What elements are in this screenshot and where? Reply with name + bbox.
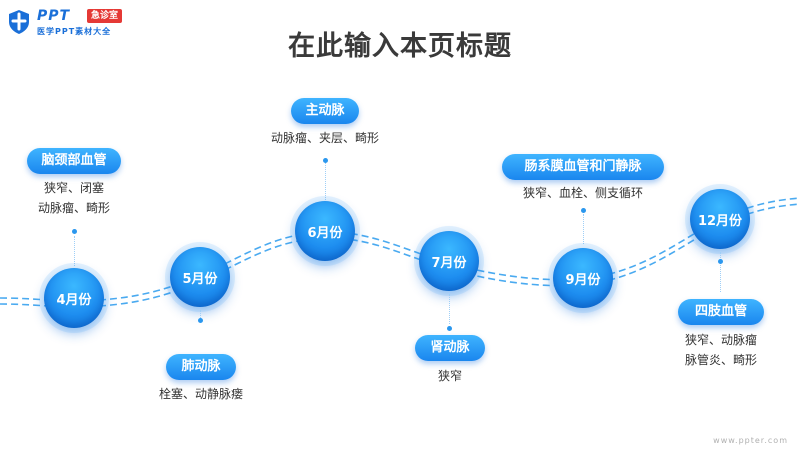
page-title: 在此输入本页标题 — [288, 31, 512, 62]
month-node-4: 4月份 — [44, 268, 104, 328]
category-desc-limbs-1: 狭窄、动脉瘤 — [684, 333, 757, 347]
logo-brand: PPT — [37, 8, 71, 24]
category-desc-neck-1: 狭窄、闭塞 — [43, 181, 104, 195]
watermark: www.ppter.com — [713, 436, 788, 445]
connector-dot — [72, 229, 77, 234]
logo-tagline: 医学PPT素材大全 — [37, 27, 112, 36]
connector — [325, 160, 327, 200]
category-desc-aorta: 动脉瘤、夹层、畸形 — [270, 131, 379, 145]
logo: PPT 急诊室 医学PPT素材大全 — [7, 8, 127, 38]
wave-line-bottom — [0, 203, 800, 308]
month-node-12: 12月份 — [690, 189, 750, 249]
month-node-9: 9月份 — [553, 248, 613, 308]
shield-icon — [9, 10, 29, 34]
month-node-5: 5月份 — [170, 247, 230, 307]
connector — [74, 236, 76, 266]
connector — [449, 294, 451, 324]
category-label-limbs: 四肢血管 — [678, 299, 764, 325]
logo-badge: 急诊室 — [87, 9, 123, 23]
category-label-pulmonary: 肺动脉 — [166, 354, 236, 380]
category-label-renal: 肾动脉 — [415, 335, 485, 361]
connector-dot — [323, 158, 328, 163]
category-desc-pulmonary: 栓塞、动静脉瘘 — [158, 387, 243, 401]
connector — [200, 310, 202, 322]
connector-dot — [198, 318, 203, 323]
category-desc-renal: 狭窄 — [437, 369, 462, 383]
category-label-mesenteric: 肠系膜血管和门静脉 — [502, 154, 664, 180]
month-node-6: 6月份 — [295, 201, 355, 261]
category-label-aorta: 主动脉 — [291, 98, 359, 124]
connector-dot — [447, 326, 452, 331]
connector-dot — [718, 259, 723, 264]
connector — [583, 214, 585, 244]
connector — [720, 252, 722, 292]
category-desc-mesenteric: 狭窄、血栓、侧支循环 — [522, 186, 643, 200]
category-desc-limbs-2: 脉管炎、畸形 — [684, 353, 757, 367]
category-desc-neck-2: 动脉瘤、畸形 — [37, 201, 110, 215]
connector-dot — [581, 208, 586, 213]
month-node-7: 7月份 — [419, 231, 479, 291]
category-label-neck: 脑颈部血管 — [27, 148, 121, 174]
